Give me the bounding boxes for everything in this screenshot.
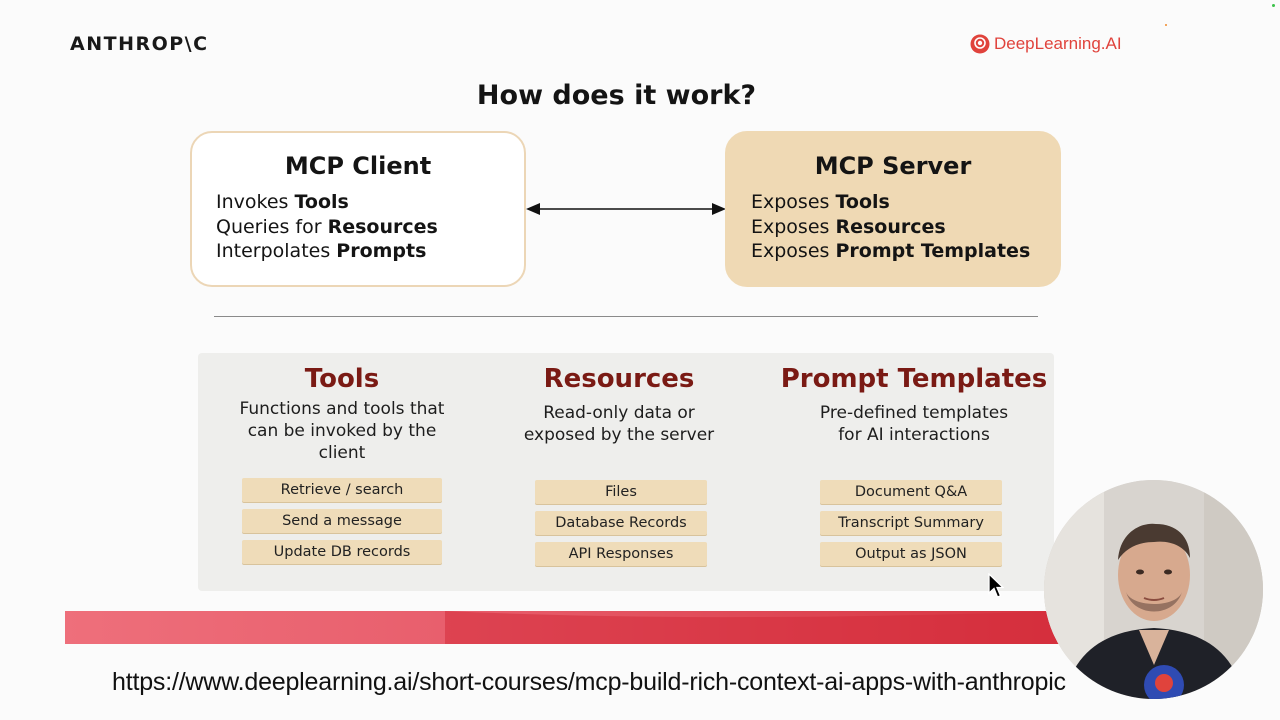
mcp-server-lines: Exposes Tools Exposes Resources Exposes …	[727, 190, 1059, 264]
resources-description: Read-only data or exposed by the server	[496, 402, 742, 446]
band-curve-decoration	[445, 611, 1065, 644]
deeplearning-logo: DeepLearning.AI	[970, 34, 1122, 54]
client-line: Queries for Resources	[216, 215, 438, 238]
status-dot	[1165, 24, 1167, 26]
resources-title: Resources	[543, 364, 695, 394]
prompt-templates-title: Prompt Templates	[780, 364, 1048, 394]
mcp-client-box: MCP Client Invokes Tools Queries for Res…	[190, 131, 526, 287]
prompt-chip-document-qa: Document Q&A	[820, 480, 1002, 504]
desc-line: client	[318, 443, 366, 463]
prompt-chip-transcript-summary: Transcript Summary	[820, 511, 1002, 535]
status-dot	[1272, 4, 1275, 7]
anthropic-logo: ANTHROP\C	[70, 33, 209, 55]
tools-title: Tools	[304, 364, 380, 394]
mouse-cursor-icon	[988, 573, 1004, 598]
desc-line: Read-only data or	[543, 403, 695, 423]
resources-column: Resources Read-only data or exposed by t…	[496, 364, 742, 446]
section-divider	[214, 316, 1038, 317]
resources-chip-api-responses: API Responses	[535, 542, 707, 566]
deeplearning-logo-text: DeepLearning.AI	[994, 34, 1122, 53]
desc-line: Pre-defined templates	[819, 403, 1009, 423]
resources-chip-database-records: Database Records	[535, 511, 707, 535]
resources-chip-files: Files	[535, 480, 707, 504]
tools-column: Tools Functions and tools that can be in…	[214, 364, 470, 464]
server-line: Exposes Tools	[751, 191, 890, 213]
prompt-templates-column: Prompt Templates Pre-defined templates f…	[770, 364, 1058, 446]
server-line: Exposes Prompt Templates	[751, 240, 1031, 262]
tools-chip-send-message: Send a message	[242, 509, 442, 533]
server-line: Exposes Resources	[751, 215, 946, 238]
client-line: Interpolates Prompts	[216, 240, 427, 262]
tools-chip-retrieve: Retrieve / search	[242, 478, 442, 502]
presenter-avatar	[1044, 480, 1263, 699]
bidirectional-arrow-icon	[526, 203, 726, 215]
client-line: Invokes Tools	[216, 191, 349, 213]
desc-line: exposed by the server	[523, 425, 715, 445]
desc-line: Functions and tools that	[239, 399, 445, 419]
presenter-webcam	[1044, 480, 1263, 699]
mcp-server-box: MCP Server Exposes Tools Exposes Resourc…	[725, 131, 1061, 287]
prompt-templates-description: Pre-defined templates for AI interaction…	[770, 402, 1058, 446]
prompt-chip-output-json: Output as JSON	[820, 542, 1002, 566]
desc-line: can be invoked by the	[247, 421, 437, 441]
course-url[interactable]: https://www.deeplearning.ai/short-course…	[112, 668, 1066, 696]
mcp-client-title: MCP Client	[284, 152, 432, 180]
deeplearning-logo-icon	[970, 34, 990, 54]
mcp-server-title: MCP Server	[814, 152, 972, 180]
tools-chip-update-db: Update DB records	[242, 540, 442, 564]
slide-title: How does it work?	[476, 80, 757, 111]
mcp-client-lines: Invokes Tools Queries for Resources Inte…	[192, 190, 524, 264]
tools-description: Functions and tools that can be invoked …	[214, 398, 470, 464]
desc-line: for AI interactions	[838, 425, 990, 445]
